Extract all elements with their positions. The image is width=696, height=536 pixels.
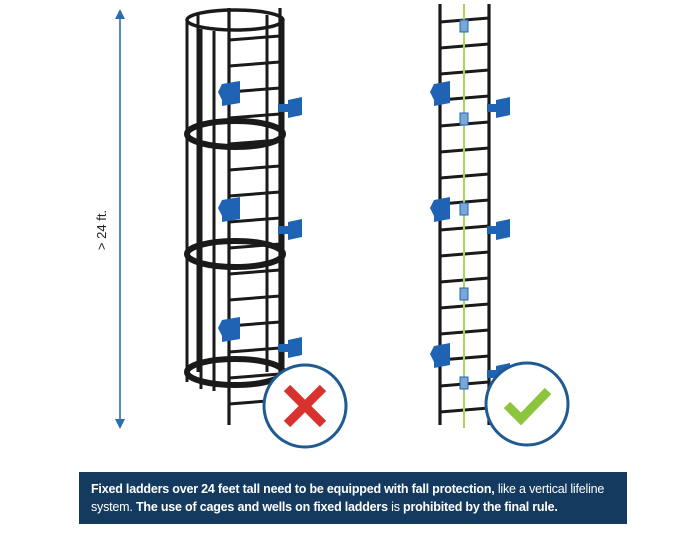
caged-ladder-rung xyxy=(228,346,281,354)
prohibited-badge xyxy=(262,363,348,449)
cross-icon xyxy=(283,384,327,428)
caged-ladder-rung xyxy=(228,190,281,198)
check-icon xyxy=(503,387,552,426)
caged-ladder-rung xyxy=(228,34,281,42)
caption-part-1: Fixed ladders over 24 feet tall need to … xyxy=(91,482,495,496)
caged-ladder-rung xyxy=(228,60,281,68)
cage-vertical-bars xyxy=(185,15,285,391)
caged-ladder-rung xyxy=(228,112,281,120)
caption-part-2: like a vertical lifeline system. xyxy=(91,482,605,514)
caged-ladder-rung xyxy=(228,164,281,172)
caged-ladder-rung xyxy=(228,294,281,302)
caption-part-5: prohibited by the final rule. xyxy=(399,500,558,514)
caged-ladder-brackets xyxy=(218,81,302,358)
lifeline-guides xyxy=(459,19,469,390)
ladder-illustration: > 24 ft. xyxy=(94,4,570,449)
caged-ladder-rung xyxy=(228,216,281,224)
caged-ladder-rung xyxy=(228,268,281,276)
lifeline-ladder xyxy=(430,4,510,428)
caged-ladder-rung xyxy=(228,372,281,380)
caption-part-4: is xyxy=(387,500,400,514)
caged-ladder-rungs xyxy=(228,34,281,406)
caged-ladder xyxy=(184,8,302,425)
caption-box: Fixed ladders over 24 feet tall need to … xyxy=(79,472,627,524)
approved-badge xyxy=(484,361,570,447)
caption-part-3: The use of cages and wells on fixed ladd… xyxy=(132,500,388,514)
height-label: > 24 ft. xyxy=(94,210,109,250)
